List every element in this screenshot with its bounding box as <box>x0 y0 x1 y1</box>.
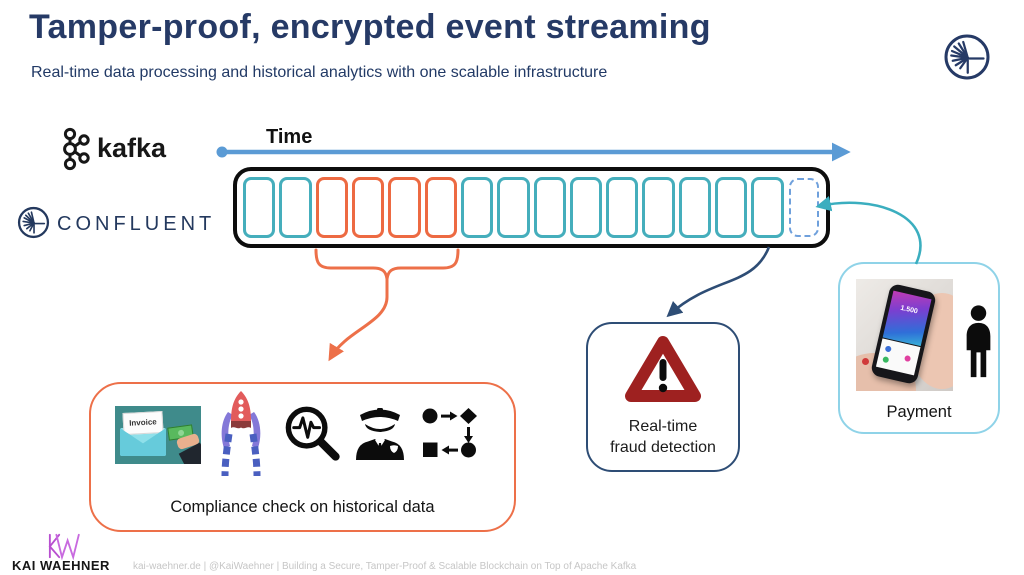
compliance-box: Invoice <box>89 382 516 532</box>
event-cell-teal <box>460 177 494 238</box>
kafka-wordmark: kafka <box>97 133 167 163</box>
event-cell-teal <box>279 177 312 238</box>
invoice-payment-image: Invoice <box>115 406 201 464</box>
kai-waehner-logo-icon <box>48 533 80 560</box>
banking-app-screen: 1.500 <box>882 290 932 347</box>
confluent-starburst-icon <box>944 34 990 80</box>
page-subtitle: Real-time data processing and historical… <box>31 64 608 81</box>
compliance-label: Compliance check on historical data <box>170 498 435 516</box>
app-balance: 1.500 <box>899 304 919 316</box>
warning-triangle-icon <box>625 336 701 402</box>
kai-waehner-wordmark: KAI WAEHNER <box>12 558 110 573</box>
event-cell-teal <box>243 177 276 238</box>
event-cell-teal <box>606 177 639 238</box>
event-cell-orange <box>388 177 421 238</box>
event-cell-teal <box>497 177 530 238</box>
confluent-wordmark: CONFLUENT <box>57 213 216 235</box>
nail <box>862 358 869 365</box>
realtime-arrow <box>666 246 771 318</box>
process-flow-icon <box>422 408 477 458</box>
event-cell-orange <box>315 177 348 238</box>
payment-box: 1.500 Payment <box>838 262 1000 434</box>
event-cell-teal <box>642 177 675 238</box>
payment-label: Payment <box>886 403 952 421</box>
event-cell-teal <box>533 177 566 238</box>
audit-monitoring-icon <box>285 406 340 461</box>
payment-phone-photo: 1.500 <box>856 279 953 391</box>
event-cell-teal <box>751 177 784 238</box>
person-icon <box>966 305 991 378</box>
historical-brace-arrow <box>314 248 460 362</box>
police-officer-icon <box>356 408 404 460</box>
footer-credit: kai-waehner.de | @KaiWaehner | Building … <box>133 561 637 572</box>
event-cell-teal <box>715 177 748 238</box>
event-cell-teal <box>569 177 603 238</box>
fraud-detection-box: Real-time fraud detection <box>586 322 740 472</box>
fraud-label: Real-time fraud detection <box>610 418 716 457</box>
event-cell-dashed <box>788 178 819 237</box>
event-cell-orange <box>351 177 385 238</box>
invoice-paper: Invoice <box>122 410 164 436</box>
payment-event-arrow <box>815 196 922 265</box>
event-log-bar <box>233 167 830 248</box>
time-axis-label: Time <box>266 126 313 148</box>
page-title: Tamper-proof, encrypted event streaming <box>29 8 711 46</box>
confluent-logo-icon <box>17 206 50 239</box>
blockchain-rocket-icon <box>221 391 261 477</box>
event-cell-orange <box>424 177 457 238</box>
event-cell-teal <box>678 177 712 238</box>
kafka-logo-icon <box>63 127 90 171</box>
